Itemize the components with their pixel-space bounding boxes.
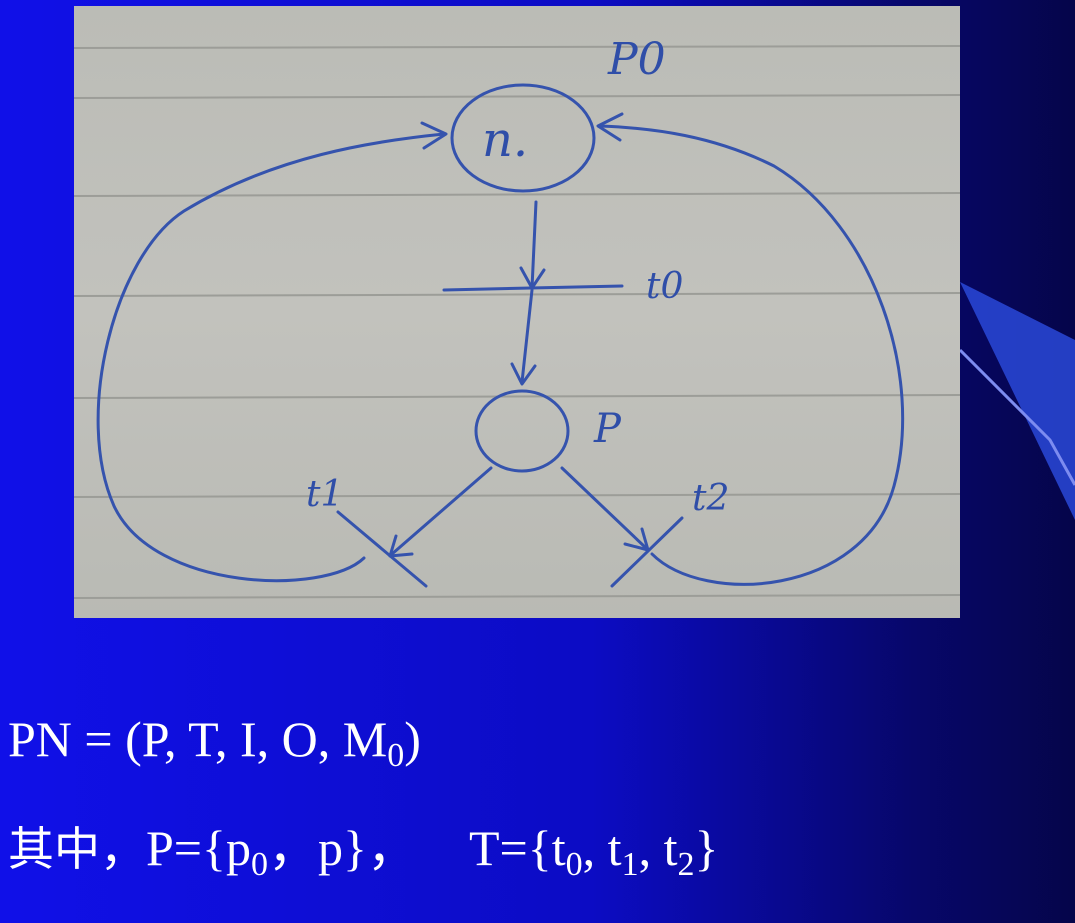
pn-m-subscript: 0 <box>387 737 405 774</box>
arc-t1-to-p0 <box>96 132 446 583</box>
arc-t1-to-p0-arrowhead <box>420 121 448 150</box>
diagram-photo: n. P0 P t0 t1 t2 <box>74 6 960 618</box>
sets-definition: 其中，P={p0，p}，T={t0, t1, t2} <box>8 808 719 883</box>
t-set-close: } <box>694 820 719 876</box>
sets-prefix: 其中， <box>8 822 146 876</box>
p-set-subscript: 0 <box>251 846 269 883</box>
arc-t2-to-p0-arrowhead <box>596 112 624 142</box>
transition-t2-label: t2 <box>692 478 729 519</box>
place-p0-label: P0 <box>607 34 666 85</box>
t-set-subscript-1: 1 <box>621 846 639 883</box>
arc-p0-to-t0 <box>530 200 538 290</box>
p-set-rest: ，p}， <box>268 820 418 876</box>
arc-t0-to-p-arrowhead <box>510 362 537 386</box>
t-set-subscript-0: 0 <box>565 846 583 883</box>
pn-definition: PN = (P, T, I, O, M0) <box>8 710 421 773</box>
transition-t1-bar <box>336 510 428 588</box>
place-p0-token: n. <box>482 112 528 168</box>
pn-definition-close: ) <box>404 711 421 767</box>
transition-t1-label: t1 <box>306 474 343 515</box>
arc-t2-to-p0 <box>598 124 905 586</box>
t-set-open: T={t <box>469 820 566 876</box>
arc-t0-to-p <box>520 288 534 384</box>
light-beam-shape <box>960 282 1075 520</box>
pn-definition-text: PN = (P, T, I, O, M <box>8 711 388 767</box>
t-set-sep-2: , t <box>638 820 678 876</box>
place-p-label: P <box>593 406 622 452</box>
p-set-open: P={p <box>146 820 252 876</box>
transition-t0-label: t0 <box>646 266 683 307</box>
transition-t0-bar <box>442 284 624 292</box>
place-p-circle <box>474 389 570 473</box>
t-set-sep-1: , t <box>582 820 622 876</box>
arc-p-to-t1 <box>390 466 493 556</box>
petri-net-diagram: n. P0 P t0 t1 t2 <box>74 34 960 599</box>
place-p0-circle <box>450 83 596 193</box>
t-set-subscript-2: 2 <box>677 846 695 883</box>
light-beam-edge <box>958 348 1075 486</box>
transition-t2-bar <box>610 516 684 588</box>
arc-p-to-t2 <box>560 466 648 550</box>
